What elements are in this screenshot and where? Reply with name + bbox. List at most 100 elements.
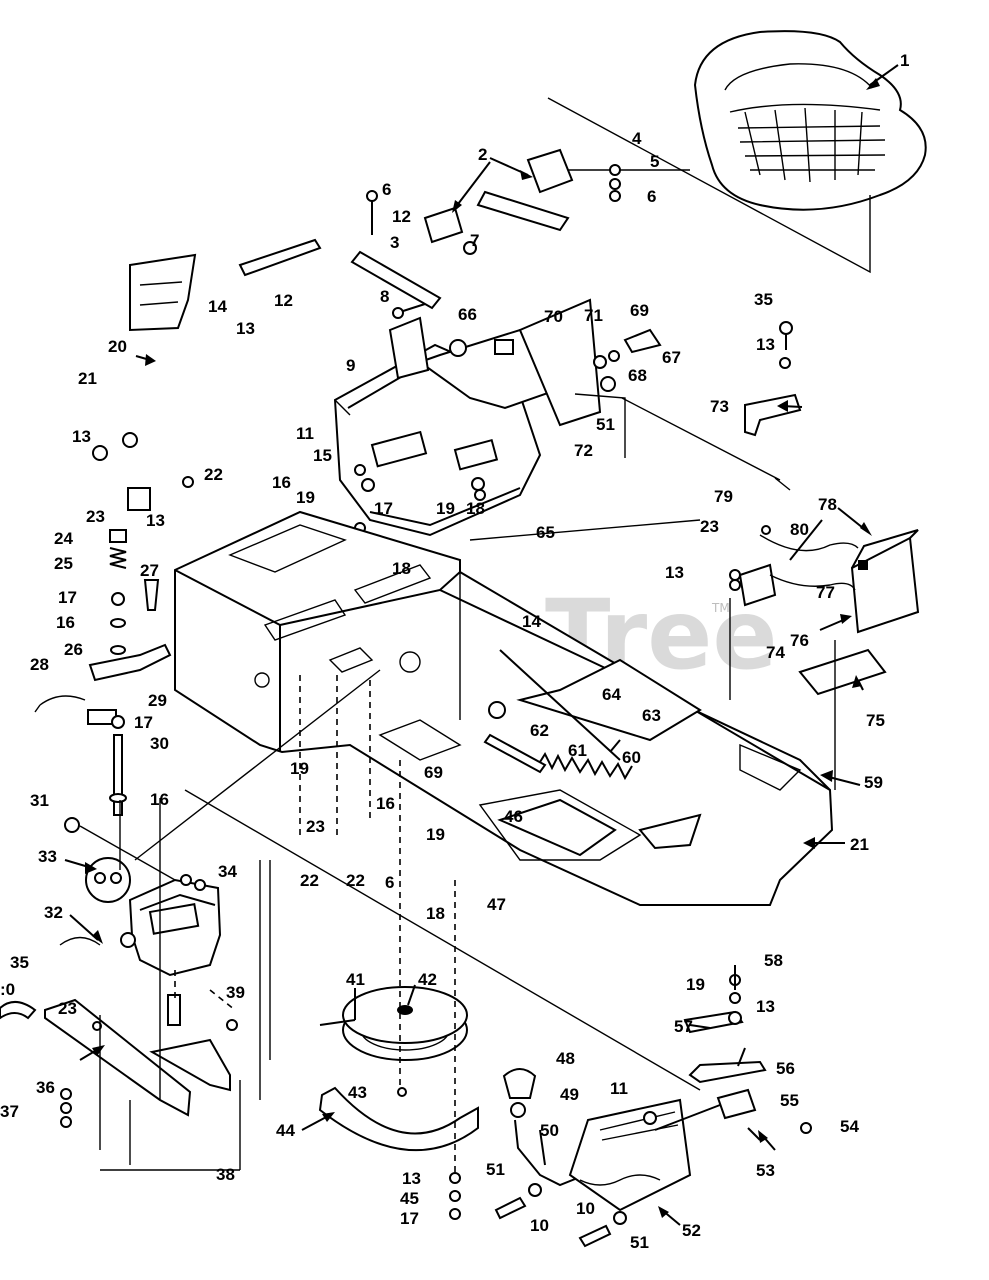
label-35: 35 <box>754 290 773 309</box>
label-37: 37 <box>0 1102 19 1121</box>
label-8: 8 <box>380 287 389 306</box>
label-59: 59 <box>864 773 883 792</box>
label-18: 18 <box>392 559 411 578</box>
label-25: 25 <box>54 554 73 573</box>
label-23: 23 <box>58 999 77 1018</box>
label-65: 65 <box>536 523 555 542</box>
label-53: 53 <box>756 1161 775 1180</box>
label-6: 6 <box>647 187 656 206</box>
label-13: 13 <box>756 997 775 1016</box>
label-13: 13 <box>72 427 91 446</box>
label-17: 17 <box>400 1209 419 1228</box>
label-62: 62 <box>530 721 549 740</box>
label-61: 61 <box>568 741 587 760</box>
label-42: 42 <box>418 970 437 989</box>
lift-hardware <box>494 1183 627 1248</box>
label-21: 21 <box>78 369 97 388</box>
switch-hardware <box>354 464 486 553</box>
label-13: 13 <box>402 1169 421 1188</box>
label-76: 76 <box>790 631 809 650</box>
seat-support-bar <box>238 238 322 277</box>
label-7: 7 <box>470 231 479 250</box>
label-30: 30 <box>150 734 169 753</box>
label-26: 26 <box>64 640 83 659</box>
label-40: :0 <box>0 980 15 999</box>
label-46: 46 <box>504 807 523 826</box>
label-19: 19 <box>290 759 309 778</box>
label-23: 23 <box>306 817 325 836</box>
label-10: 10 <box>576 1199 595 1218</box>
label-17: 17 <box>134 713 153 732</box>
seat-hinge-bracket <box>350 148 621 319</box>
label-24: 24 <box>54 529 73 548</box>
dash-console <box>333 298 662 537</box>
label-71: 71 <box>584 306 603 325</box>
label-68: 68 <box>628 366 647 385</box>
label-38: 38 <box>216 1165 235 1184</box>
idler-pulley <box>319 986 468 1097</box>
label-28: 28 <box>30 655 49 674</box>
label-17: 17 <box>374 499 393 518</box>
label-33: 33 <box>38 847 57 866</box>
label-32: 32 <box>44 903 63 922</box>
label-50: 50 <box>540 1121 559 1140</box>
label-19: 19 <box>296 488 315 507</box>
assembly-lines <box>79 399 791 1175</box>
label-69: 69 <box>630 301 649 320</box>
pulley-hardware <box>449 1172 461 1220</box>
label-73: 73 <box>710 397 729 416</box>
label-79: 79 <box>714 487 733 506</box>
label-2: 2 <box>478 145 487 164</box>
label-45: 45 <box>400 1189 419 1208</box>
label-10: 10 <box>530 1216 549 1235</box>
label-55: 55 <box>780 1091 799 1110</box>
label-17: 17 <box>58 588 77 607</box>
label-48: 48 <box>556 1049 575 1068</box>
spring <box>483 701 633 781</box>
label-22: 22 <box>346 871 365 890</box>
label-56: 56 <box>776 1059 795 1078</box>
label-23: 23 <box>700 517 719 536</box>
pulley-arm <box>318 1086 479 1152</box>
label-63: 63 <box>642 706 661 725</box>
label-75: 75 <box>866 711 885 730</box>
label-74: 74 <box>766 643 785 662</box>
label-54: 54 <box>840 1117 859 1136</box>
label-69: 69 <box>424 763 443 782</box>
seat-leader-line <box>547 97 871 274</box>
label-58: 58 <box>764 951 783 970</box>
label-39: 39 <box>226 983 245 1002</box>
label-4: 4 <box>632 129 642 148</box>
seat <box>693 30 927 211</box>
label-80: 80 <box>790 520 809 539</box>
shift-detail <box>85 857 131 903</box>
label-16: 16 <box>376 794 395 813</box>
label-51: 51 <box>630 1233 649 1252</box>
label-13: 13 <box>756 335 775 354</box>
label-47: 47 <box>487 895 506 914</box>
label-78: 78 <box>818 495 837 514</box>
label-41: 41 <box>346 970 365 989</box>
leader-arrows <box>64 64 899 1226</box>
label-35: 35 <box>10 953 29 972</box>
label-57: 57 <box>674 1017 693 1036</box>
label-1: 1 <box>900 51 909 70</box>
label-51: 51 <box>596 415 615 434</box>
label-23: 23 <box>86 507 105 526</box>
label-60: 60 <box>622 748 641 767</box>
label-12: 12 <box>392 207 411 226</box>
label-64: 64 <box>602 685 621 704</box>
label-49: 49 <box>560 1085 579 1104</box>
label-6: 6 <box>385 873 394 892</box>
transaxle <box>59 874 222 977</box>
battery <box>798 529 920 696</box>
label-18: 18 <box>426 904 445 923</box>
label-19: 19 <box>686 975 705 994</box>
label-16: 16 <box>56 613 75 632</box>
fender-bracket <box>92 253 197 511</box>
label-21: 21 <box>850 835 869 854</box>
watermark-tm: TM <box>711 601 730 615</box>
label-22: 22 <box>204 465 223 484</box>
label-13: 13 <box>236 319 255 338</box>
